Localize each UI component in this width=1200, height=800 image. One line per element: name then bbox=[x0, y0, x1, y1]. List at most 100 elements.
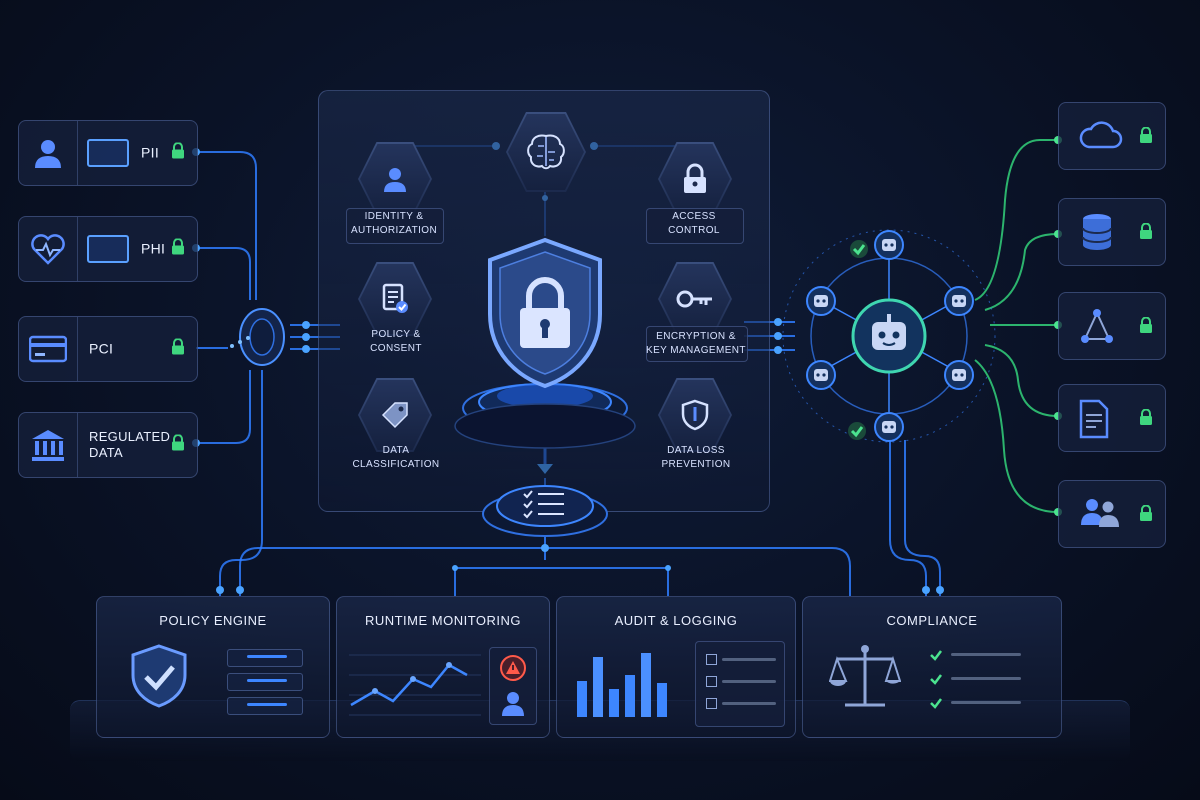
policy-row bbox=[227, 697, 303, 715]
data-source-phi[interactable]: PHI bbox=[18, 216, 198, 282]
panel-title: COMPLIANCE bbox=[886, 613, 978, 628]
alert-icon bbox=[500, 655, 526, 681]
lock-icon bbox=[171, 238, 185, 260]
lock-icon bbox=[1139, 408, 1153, 430]
compliance-line bbox=[951, 701, 1021, 704]
user-icon bbox=[502, 692, 524, 716]
lock-icon bbox=[1139, 222, 1153, 244]
alert-card bbox=[489, 647, 537, 725]
data-source-pci[interactable]: PCI bbox=[18, 316, 198, 382]
data-source-label: PCI bbox=[89, 340, 114, 357]
control-label: POLICY & CONSENT bbox=[370, 329, 422, 354]
key-icon bbox=[660, 264, 730, 334]
central-shield-lock bbox=[454, 237, 636, 449]
compliance-line bbox=[951, 677, 1021, 680]
control-label: ENCRYPTION & KEY MANAGEMENT bbox=[646, 331, 746, 356]
agent-node[interactable] bbox=[944, 286, 974, 321]
control-label: ACCESS CONTROL bbox=[668, 211, 720, 236]
check-icon bbox=[846, 420, 872, 446]
tag-icon bbox=[360, 380, 430, 450]
log-checkbox bbox=[706, 654, 717, 665]
robot-icon bbox=[944, 286, 974, 316]
heart-pulse-icon bbox=[19, 217, 78, 281]
control-caption-box bbox=[646, 326, 748, 362]
padlock-icon bbox=[660, 144, 730, 214]
destination-cloud[interactable] bbox=[1058, 102, 1166, 170]
data-ingestion-funnel bbox=[230, 308, 285, 366]
panel-compliance[interactable]: COMPLIANCE bbox=[802, 596, 1062, 738]
policy-row bbox=[227, 649, 303, 667]
control-classification[interactable] bbox=[358, 378, 432, 452]
data-source-label: PHI bbox=[141, 240, 166, 257]
control-caption-box bbox=[646, 208, 744, 244]
panel-runtime-monitoring[interactable]: RUNTIME MONITORING bbox=[336, 596, 550, 738]
id-card-icon bbox=[87, 235, 129, 263]
check-icon bbox=[848, 238, 874, 264]
agent-orchestration-hub bbox=[782, 229, 996, 443]
bank-icon bbox=[19, 413, 78, 477]
line-chart-icon bbox=[349, 654, 481, 716]
check-icon bbox=[930, 650, 942, 661]
panel-title: AUDIT & LOGGING bbox=[614, 613, 738, 628]
agent-node[interactable] bbox=[944, 360, 974, 395]
robot-icon bbox=[806, 360, 836, 390]
destination-users[interactable] bbox=[1058, 480, 1166, 548]
policy-row bbox=[227, 673, 303, 691]
destination-document[interactable] bbox=[1058, 384, 1166, 452]
data-source-label: REGULATED DATA bbox=[89, 428, 171, 460]
control-label: DATA CLASSIFICATION bbox=[352, 445, 440, 470]
credit-card-icon bbox=[19, 317, 78, 381]
panel-policy-engine[interactable]: POLICY ENGINE bbox=[96, 596, 330, 738]
id-card-icon bbox=[87, 139, 129, 167]
policy-bar bbox=[247, 679, 287, 682]
log-line bbox=[722, 658, 776, 661]
scales-icon bbox=[829, 645, 901, 707]
agent-node[interactable] bbox=[874, 412, 904, 447]
agent-node[interactable] bbox=[806, 286, 836, 321]
panel-title: RUNTIME MONITORING bbox=[364, 613, 522, 628]
agent-node[interactable] bbox=[874, 230, 904, 265]
robot-icon bbox=[874, 230, 904, 260]
database-icon bbox=[1077, 213, 1117, 256]
check-icon bbox=[930, 698, 942, 709]
agent-node[interactable] bbox=[806, 360, 836, 395]
log-checkbox bbox=[706, 698, 717, 709]
control-identity[interactable] bbox=[358, 142, 432, 216]
lock-icon bbox=[1139, 504, 1153, 526]
brain-chip-icon bbox=[508, 114, 584, 190]
check-icon bbox=[930, 674, 942, 685]
person-icon bbox=[360, 144, 430, 214]
data-source-pii[interactable]: PII bbox=[18, 120, 198, 186]
destination-network[interactable] bbox=[1058, 292, 1166, 360]
log-line bbox=[722, 702, 776, 705]
panel-audit-logging[interactable]: AUDIT & LOGGING bbox=[556, 596, 796, 738]
log-checkbox bbox=[706, 676, 717, 687]
shield-check-icon bbox=[129, 643, 189, 714]
log-line bbox=[722, 680, 776, 683]
control-label: DATA LOSS PREVENTION bbox=[661, 445, 731, 470]
destination-database[interactable] bbox=[1058, 198, 1166, 266]
bar-chart-icon bbox=[577, 653, 667, 717]
control-policy[interactable] bbox=[358, 262, 432, 336]
users-icon bbox=[1077, 495, 1123, 536]
cloud-icon bbox=[1077, 117, 1123, 158]
data-source-label: PII bbox=[141, 144, 160, 161]
robot-icon bbox=[806, 286, 836, 316]
robot-icon bbox=[944, 360, 974, 390]
data-source-regulated[interactable]: REGULATED DATA bbox=[18, 412, 198, 478]
document-check-icon bbox=[360, 264, 430, 334]
control-caption-box bbox=[346, 208, 444, 244]
lock-icon bbox=[171, 338, 185, 360]
robot-icon bbox=[874, 412, 904, 442]
lock-icon bbox=[171, 434, 185, 456]
lock-icon bbox=[1139, 126, 1153, 148]
log-list bbox=[695, 641, 785, 727]
document-icon bbox=[1077, 399, 1111, 444]
compliance-line bbox=[951, 653, 1021, 656]
panel-title: POLICY ENGINE bbox=[159, 613, 267, 628]
policy-bar bbox=[247, 703, 287, 706]
person-icon bbox=[19, 121, 78, 185]
lock-icon bbox=[1139, 316, 1153, 338]
